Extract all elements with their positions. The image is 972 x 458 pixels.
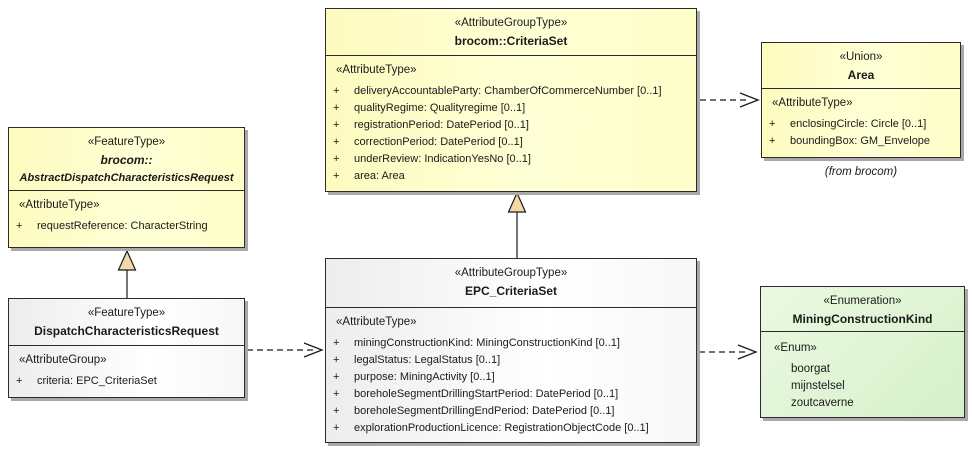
attribute-row: + purpose: MiningActivity [0..1]	[326, 369, 696, 386]
visibility-plus: +	[333, 170, 340, 182]
visibility-plus: +	[333, 371, 340, 383]
class-name: brocom::CriteriaSet	[454, 34, 568, 48]
generalization-epc-to-criteriaset	[507, 191, 527, 258]
section-label: «AttributeType»	[772, 97, 853, 109]
attribute-row: + underReview: IndicationYesNo [0..1]	[326, 151, 696, 168]
generalization-dispatch-to-abstract	[117, 249, 137, 298]
attribute-text: underReview: IndicationYesNo [0..1]	[354, 153, 531, 165]
visibility-plus: +	[16, 220, 23, 232]
dependency-epc-to-miningconstructionkind	[699, 344, 758, 360]
class-name-line2: AbstractDispatchCharacteristicsRequest	[19, 172, 234, 184]
visibility-plus: +	[769, 118, 776, 130]
attribute-row: + area: Area	[326, 168, 696, 185]
attribute-text: registrationPeriod: DatePeriod [0..1]	[354, 119, 529, 131]
class-box-epc-criteriaset: «AttributeGroupType» EPC_CriteriaSet «At…	[325, 258, 697, 443]
attribute-row: + registrationPeriod: DatePeriod [0..1]	[326, 117, 696, 134]
attribute-text: deliveryAccountableParty: ChamberOfComme…	[354, 85, 662, 97]
attribute-text: qualityRegime: Qualityregime [0..1]	[354, 102, 526, 114]
enum-compartment: «Enum» boorgat mijnstelsel zoutcaverne	[761, 332, 964, 412]
visibility-plus: +	[333, 136, 340, 148]
attribute-text: legalStatus: LegalStatus [0..1]	[354, 354, 501, 366]
class-header: «Union» Area	[762, 43, 960, 89]
visibility-plus: +	[769, 135, 776, 147]
attribute-row: + boreholeSegmentDrillingStartPeriod: Dat…	[326, 386, 696, 403]
stereotype-label: «Enumeration»	[823, 295, 902, 307]
attribute-row: + boundingBox: GM_Envelope	[762, 133, 960, 150]
enum-literal: boorgat	[791, 363, 831, 375]
attribute-row: + explorationProductionLicence: Registrat…	[326, 420, 696, 437]
attribute-text: boreholeSegmentDrillingEndPeriod: DatePe…	[354, 405, 615, 417]
class-box-abstract-dispatch-characteristics-request: «FeatureType» brocom:: AbstractDispatchC…	[8, 127, 245, 248]
class-header: «Enumeration» MiningConstructionKind	[761, 287, 964, 332]
class-box-area: «Union» Area «AttributeType» + enclosingC…	[761, 42, 961, 158]
attribute-compartment: «AttributeType» + enclosingCircle: Circle…	[762, 89, 960, 150]
class-name: DispatchCharacteristicsRequest	[34, 324, 219, 338]
attribute-row: + enclosingCircle: Circle [0..1]	[762, 116, 960, 133]
stereotype-label: «AttributeGroupType»	[454, 267, 568, 279]
attribute-text: enclosingCircle: Circle [0..1]	[790, 118, 927, 130]
attribute-text: boundingBox: GM_Envelope	[790, 135, 931, 147]
section-label: «Enum»	[774, 342, 817, 354]
class-header: «FeatureType» brocom:: AbstractDispatchC…	[9, 128, 244, 191]
stereotype-label: «Union»	[839, 51, 883, 63]
attribute-text: correctionPeriod: DatePeriod [0..1]	[354, 136, 523, 148]
visibility-plus: +	[333, 405, 340, 417]
attribute-text: criteria: EPC_CriteriaSet	[37, 375, 157, 387]
attribute-row: + correctionPeriod: DatePeriod [0..1]	[326, 134, 696, 151]
attribute-text: miningConstructionKind: MiningConstructi…	[354, 337, 620, 349]
attribute-compartment: «AttributeType» + miningConstructionKind:…	[326, 308, 696, 437]
from-package-note: (from brocom)	[824, 166, 898, 178]
attribute-text: boreholeSegmentDrillingStartPeriod: Date…	[354, 388, 619, 400]
attribute-text: purpose: MiningActivity [0..1]	[354, 371, 495, 383]
class-name: EPC_CriteriaSet	[464, 284, 558, 298]
class-box-dispatch-characteristics-request: «FeatureType» DispatchCharacteristicsReq…	[8, 298, 245, 398]
class-box-brocom-criteriaset: «AttributeGroupType» brocom::CriteriaSet…	[325, 8, 697, 192]
section-label: «AttributeType»	[336, 316, 417, 328]
stereotype-label: «AttributeGroupType»	[454, 17, 568, 29]
visibility-plus: +	[16, 375, 23, 387]
attribute-text: area: Area	[354, 170, 405, 182]
attribute-row: + legalStatus: LegalStatus [0..1]	[326, 352, 696, 369]
attribute-row: + qualityRegime: Qualityregime [0..1]	[326, 100, 696, 117]
visibility-plus: +	[333, 422, 340, 434]
attribute-row: + miningConstructionKind: MiningConstruct…	[326, 335, 696, 352]
visibility-plus: +	[333, 119, 340, 131]
class-header: «FeatureType» DispatchCharacteristicsReq…	[9, 299, 244, 346]
section-label: «AttributeGroup»	[19, 354, 107, 366]
attribute-row: + boreholeSegmentDrillingEndPeriod: DateP…	[326, 403, 696, 420]
attribute-row: + deliveryAccountableParty: ChamberOfComm…	[326, 83, 696, 100]
attribute-compartment: «AttributeType» + requestReference: Chara…	[9, 191, 244, 235]
visibility-plus: +	[333, 354, 340, 366]
dependency-criteriaset-to-area	[700, 92, 760, 108]
attribute-row: + criteria: EPC_CriteriaSet	[9, 373, 244, 390]
attribute-text: requestReference: CharacterString	[37, 220, 208, 232]
stereotype-label: «FeatureType»	[87, 307, 166, 319]
enum-literal: mijnstelsel	[791, 380, 845, 392]
class-name: MiningConstructionKind	[792, 312, 933, 326]
visibility-plus: +	[333, 102, 340, 114]
visibility-plus: +	[333, 388, 340, 400]
visibility-plus: +	[333, 85, 340, 97]
stereotype-label: «FeatureType»	[87, 136, 166, 148]
attribute-row: + requestReference: CharacterString	[9, 218, 244, 235]
attribute-compartment: «AttributeGroup» + criteria: EPC_Criteria…	[9, 346, 244, 390]
class-header: «AttributeGroupType» EPC_CriteriaSet	[326, 259, 696, 308]
class-name: Area	[847, 68, 875, 82]
visibility-plus: +	[333, 337, 340, 349]
attribute-text: explorationProductionLicence: Registrati…	[354, 422, 649, 434]
class-header: «AttributeGroupType» brocom::CriteriaSet	[326, 9, 696, 56]
visibility-plus: +	[333, 153, 340, 165]
attribute-compartment: «AttributeType» + deliveryAccountablePart…	[326, 56, 696, 185]
enum-literal: zoutcaverne	[791, 397, 854, 409]
section-label: «AttributeType»	[336, 64, 417, 76]
dependency-dispatch-to-epc	[247, 342, 324, 358]
class-box-mining-construction-kind: «Enumeration» MiningConstructionKind «En…	[760, 286, 965, 418]
section-label: «AttributeType»	[19, 199, 100, 211]
class-name-line1: brocom::	[100, 153, 153, 167]
